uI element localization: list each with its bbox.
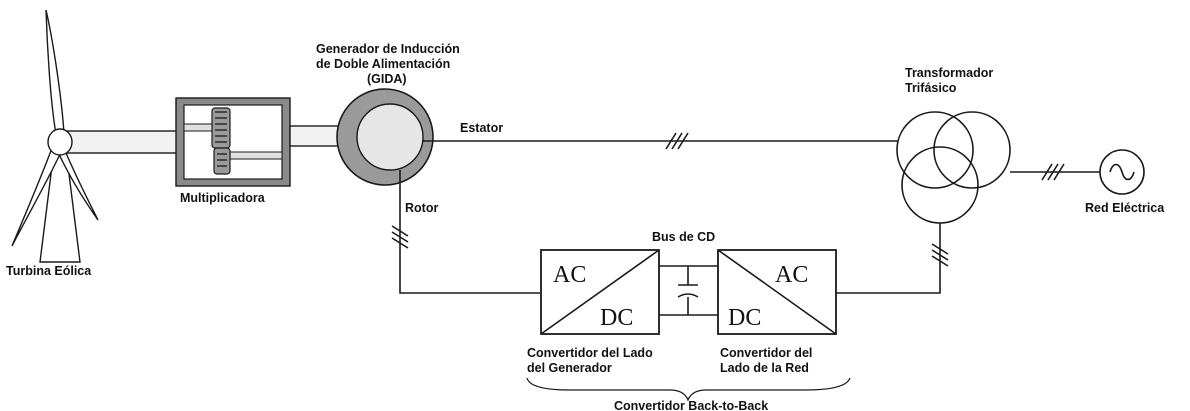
rotor-core [356,103,424,171]
grid-conv-ac: AC [775,262,808,288]
electric-grid: Red Eléctrica [1085,149,1165,215]
dc-capacitor-plate-bottom [677,293,699,298]
gearbox-output-shaft [221,151,283,160]
gearbox-inner [183,104,283,180]
gen-conv-ac: AC [553,262,586,288]
dfig-generator: Generador de Inducción de Doble Alimenta… [316,42,503,215]
turbine-blade-top [45,9,65,135]
grid-side-converter: AC DC [717,249,837,335]
gearbox-label: Multiplicadora [180,191,266,205]
stator-label: Estator [460,121,503,135]
dc-bus-label: Bus de CD [652,230,715,244]
gearbox: Multiplicadora [175,97,291,205]
gen-conv-dc: DC [600,305,633,331]
wind-turbine: Turbina Eólica [6,9,179,278]
gen-conv-label-line2: del Generador [527,361,612,375]
grid-three-phase-marker [1041,163,1065,181]
transformer-label-line2: Trifásico [905,81,957,95]
rotor-three-phase-marker [391,225,409,249]
grid-conv-label-line2: Lado de la Red [720,361,809,375]
gearbox-small-gear [213,147,231,175]
sine-wave-icon [1109,163,1135,181]
grid-conv-label-line1: Convertidor del [720,346,812,360]
high-speed-shaft [289,125,343,147]
generator-side-converter: AC DC [540,249,660,335]
turbine-blade-lower-left [11,147,64,247]
converter-three-phase-marker [931,243,949,267]
transformer-label-line1: Transformador [905,66,993,80]
turbine-blade-lower-right [57,146,99,221]
generator-label-line1: Generador de Inducción [316,42,460,56]
rotor-line [399,170,540,294]
grid-conv-dc: DC [728,305,761,331]
main-shaft [65,130,179,154]
turbine-label: Turbina Eólica [6,264,92,278]
transformer-winding-3 [901,146,979,224]
dc-bus: Bus de CD [652,230,718,316]
grid-label: Red Eléctrica [1085,201,1165,215]
back-to-back-label: Convertidor Back-to-Back [614,399,768,411]
generator-label-line3: (GIDA) [367,72,407,86]
transformer-to-converter-line [836,223,941,294]
gen-conv-label-line1: Convertidor del Lado [527,346,653,360]
three-phase-transformer: Transformador Trifásico [896,66,1011,224]
generator-label-line2: de Doble Alimentación [316,57,450,71]
turbine-hub [47,128,73,156]
rotor-label: Rotor [405,201,438,215]
back-to-back-brace [526,377,851,402]
stator-three-phase-marker [665,132,689,150]
transformer-winding-2 [933,111,1011,189]
transformer-winding-1 [896,111,974,189]
